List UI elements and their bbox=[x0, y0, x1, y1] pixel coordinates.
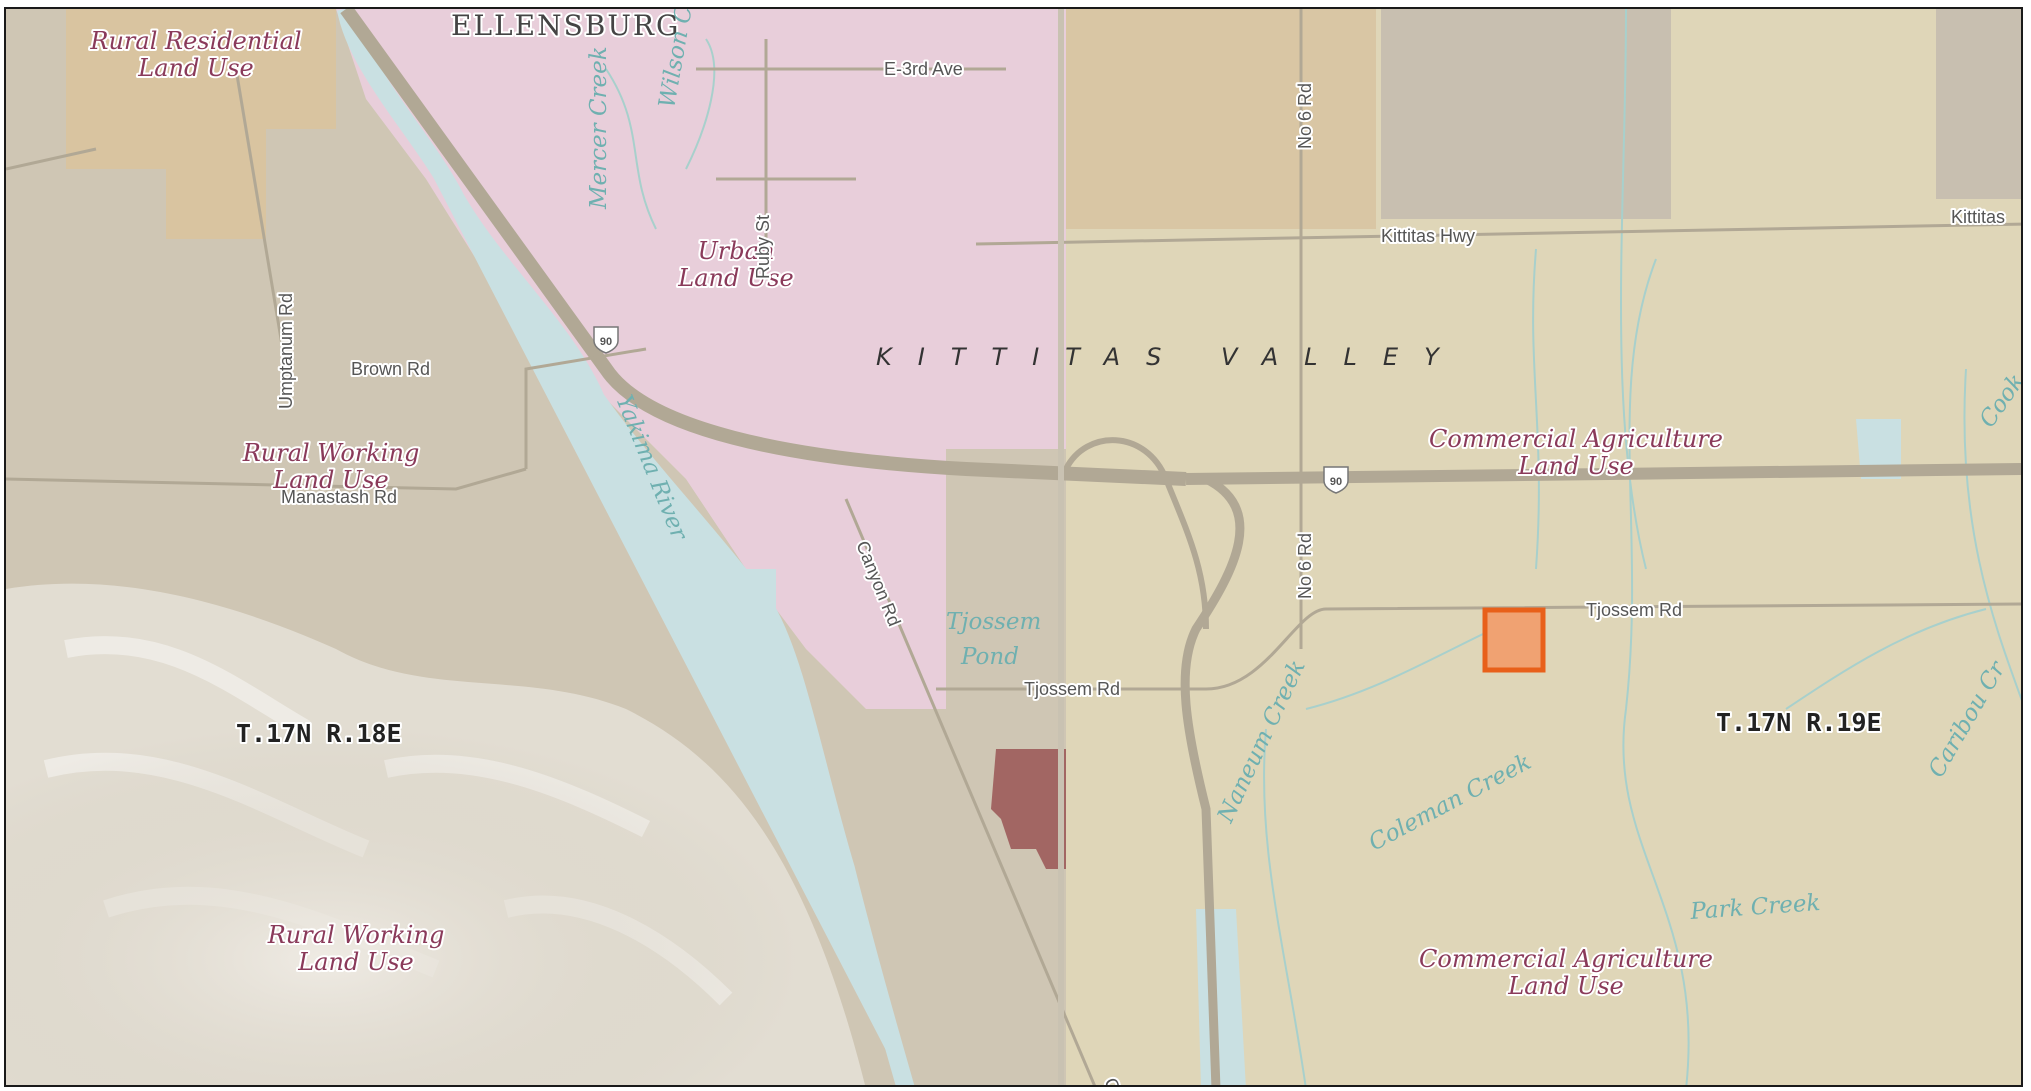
township-label-r18e: T.17N R.18E bbox=[236, 719, 402, 748]
land-use-map[interactable]: 90 90 ELLENSBURG KITTITAS VALLEY Rural R… bbox=[6, 9, 2023, 1087]
road-label-brown: Brown Rd bbox=[351, 359, 430, 379]
road-label-tjossem-west: Tjossem Rd bbox=[1024, 679, 1120, 699]
highlighted-parcel[interactable] bbox=[1482, 607, 1546, 673]
svg-text:Pond: Pond bbox=[960, 644, 1019, 670]
road-label-manastash: Manastash Rd bbox=[281, 487, 397, 507]
land-use-label-commercial-ag-south: Commercial Agriculture bbox=[1419, 945, 1713, 973]
road-label-ruby: Ruby St bbox=[753, 215, 773, 279]
rural-residential-zone bbox=[66, 9, 336, 239]
map-frame[interactable]: 90 90 ELLENSBURG KITTITAS VALLEY Rural R… bbox=[4, 7, 2023, 1087]
road-label-kittitas-edge: Kittitas bbox=[1951, 207, 2005, 227]
water-label-mercer: Mercer Creek bbox=[586, 46, 612, 210]
land-use-label-rural-working-north: Rural Working bbox=[242, 439, 420, 467]
land-use-labels: Rural Residential Land Use Urban Land Us… bbox=[87, 25, 1725, 1002]
road-label-canyon-edge: Ca bbox=[1100, 1075, 1128, 1087]
road-label-umptanum: Umptanum Rd bbox=[276, 293, 296, 409]
road-label-no6-north: No 6 Rd bbox=[1295, 83, 1315, 149]
water-body-3 bbox=[1856, 419, 1901, 479]
svg-text:Land Use: Land Use bbox=[272, 466, 388, 494]
svg-text:90: 90 bbox=[600, 336, 612, 348]
water-body-1 bbox=[726, 569, 776, 709]
creek-lines bbox=[605, 9, 2021, 1085]
rural-residential-zone-ne bbox=[1066, 9, 1376, 229]
svg-text:90: 90 bbox=[1330, 476, 1342, 488]
road-label-no6-south: No 6 Rd bbox=[1295, 533, 1315, 599]
city-label: ELLENSBURG bbox=[451, 9, 680, 42]
svg-text:Land Use: Land Use bbox=[297, 948, 413, 976]
land-use-label-rural-residential: Rural Residential bbox=[89, 27, 301, 55]
urban-zone bbox=[336, 9, 1066, 709]
township-label-r19e: T.17N R.19E bbox=[1716, 708, 1882, 737]
road-label-tjossem-east: Tjossem Rd bbox=[1586, 600, 1682, 620]
valley-label: KITTITAS VALLEY bbox=[876, 343, 1465, 371]
land-use-label-commercial-ag-north: Commercial Agriculture bbox=[1429, 425, 1723, 453]
water-label-tjossem-pond: Tjossem bbox=[946, 609, 1041, 635]
yakima-river bbox=[337, 9, 915, 1085]
gray-parcel-ne2 bbox=[1936, 9, 2021, 199]
i90-shield-west: 90 bbox=[593, 326, 619, 354]
dark-parcel bbox=[991, 749, 1066, 869]
land-use-label-urban: Urban bbox=[698, 237, 775, 265]
road-label-kittitas-hwy: Kittitas Hwy bbox=[1381, 226, 1475, 246]
svg-text:Land Use: Land Use bbox=[1517, 452, 1633, 480]
land-use-label-rural-working-south: Rural Working bbox=[267, 921, 445, 949]
svg-text:Land Use: Land Use bbox=[137, 54, 253, 82]
svg-text:Land Use: Land Use bbox=[677, 264, 793, 292]
svg-text:Land Use: Land Use bbox=[1507, 972, 1623, 1000]
road-label-e3rd: E-3rd Ave bbox=[884, 59, 963, 79]
gray-parcel-ne bbox=[1381, 9, 1671, 219]
i90-shield-east: 90 bbox=[1323, 466, 1349, 494]
